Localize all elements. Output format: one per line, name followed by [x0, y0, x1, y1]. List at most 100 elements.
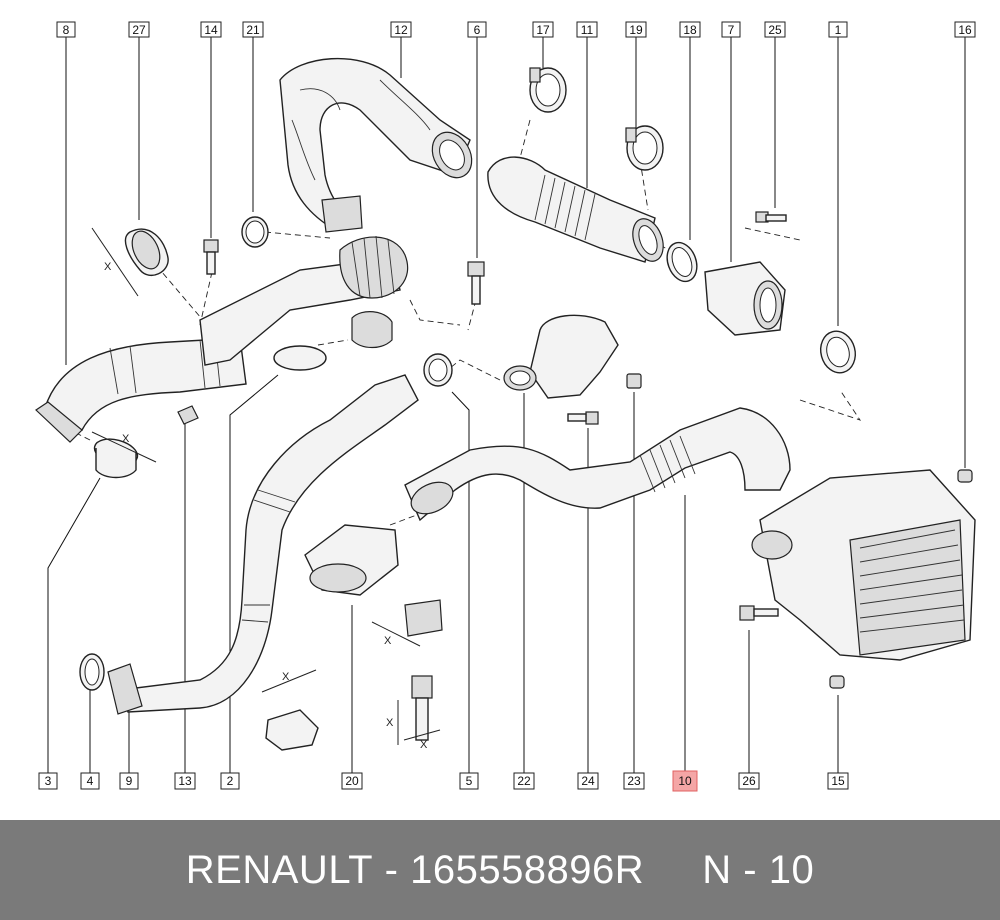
svg-text:11: 11: [581, 23, 594, 37]
callout-8: 8: [56, 21, 76, 38]
plug-15: [829, 675, 845, 689]
intercooler: [751, 469, 976, 661]
callout-15: 15: [827, 772, 849, 790]
hose-11: [487, 156, 664, 263]
bolt-14: [203, 239, 219, 275]
callout-1: 1: [828, 21, 848, 38]
svg-text:4: 4: [87, 774, 94, 788]
callout-20: 20: [341, 772, 363, 790]
throttle-22: [503, 314, 619, 399]
plug-16: [957, 469, 973, 483]
callout-11: 11: [576, 21, 598, 38]
part-number-footer: RENAULT - 165558896R N - 10: [0, 820, 1000, 920]
svg-text:X: X: [104, 261, 112, 273]
callout-14: 14: [200, 21, 222, 38]
svg-text:3: 3: [45, 774, 52, 788]
reference-label: N - 10: [702, 847, 815, 892]
callout-6: 6: [467, 21, 487, 38]
nut-23: [626, 373, 642, 389]
clip-13: [177, 405, 199, 425]
svg-text:18: 18: [683, 23, 697, 37]
clamp-19: [625, 125, 664, 171]
callout-3: 3: [38, 772, 58, 790]
svg-text:21: 21: [246, 23, 260, 37]
bolt-detail: X X: [386, 675, 441, 751]
callout-21: 21: [242, 21, 264, 38]
svg-text:23: 23: [627, 774, 641, 788]
svg-text:1: 1: [835, 23, 842, 37]
clip-detail: X: [371, 599, 443, 647]
brand-label: RENAULT: [185, 847, 374, 892]
pipe-12: [279, 57, 473, 233]
callout-10-highlighted: 10: [672, 770, 698, 792]
callout-23: 23: [623, 772, 645, 790]
part-number: 165558896R: [410, 847, 645, 892]
svg-text:24: 24: [581, 774, 595, 788]
bolt-6: [467, 261, 485, 305]
svg-text:16: 16: [958, 23, 972, 37]
callout-12: 12: [390, 21, 412, 38]
svg-text:2: 2: [227, 774, 234, 788]
callout-17: 17: [532, 21, 554, 38]
callout-13: 13: [174, 772, 196, 790]
svg-text:9: 9: [126, 774, 133, 788]
callout-5: 5: [459, 772, 479, 790]
hose-9: [107, 374, 419, 715]
svg-text:X: X: [386, 717, 394, 729]
svg-text:13: 13: [178, 774, 192, 788]
parts-diagram: X X: [35, 21, 976, 792]
callout-2: 2: [220, 772, 240, 790]
ring-3: X: [91, 431, 157, 479]
svg-text:25: 25: [768, 23, 782, 37]
callouts-top: 8 27 14 21 12 6 17 11 19 18 7 25 1 16: [56, 21, 976, 38]
callout-26: 26: [738, 772, 760, 790]
seal-4-inner: [84, 658, 100, 686]
bolt-26: [739, 605, 779, 621]
callout-18: 18: [679, 21, 701, 38]
callout-9: 9: [119, 772, 139, 790]
svg-text:17: 17: [536, 23, 550, 37]
seal-21-inner: [245, 220, 265, 244]
callout-25: 25: [764, 21, 786, 38]
callout-24: 24: [577, 772, 599, 790]
clamp-17: [529, 67, 567, 113]
svg-text:20: 20: [345, 774, 359, 788]
callout-19: 19: [625, 21, 647, 38]
valve-2: [199, 235, 409, 371]
svg-text:X: X: [384, 635, 392, 647]
svg-text:26: 26: [742, 774, 756, 788]
svg-text:19: 19: [629, 23, 643, 37]
svg-text:15: 15: [831, 774, 845, 788]
svg-text:14: 14: [204, 23, 218, 37]
callout-7: 7: [721, 21, 741, 38]
leader-lines: [47, 36, 966, 773]
svg-text:27: 27: [132, 23, 146, 37]
footer-gap: [644, 848, 702, 893]
footer-separator: -: [373, 847, 411, 892]
svg-text:10: 10: [678, 774, 692, 788]
svg-text:X: X: [282, 671, 290, 683]
seal-18-inner: [671, 247, 693, 277]
svg-text:X: X: [420, 739, 428, 751]
seal-1-inner: [826, 336, 850, 368]
callout-4: 4: [80, 772, 100, 790]
callout-16: 16: [954, 21, 976, 38]
seal-5-inner: [428, 358, 448, 382]
svg-text:12: 12: [394, 23, 408, 37]
meter-7: [704, 261, 786, 336]
callouts-bottom: 3 4 9 13 2 20 5 22 24 23 10 26 15: [38, 770, 849, 792]
screw-25: [755, 211, 787, 223]
svg-text:6: 6: [474, 23, 481, 37]
svg-text:5: 5: [466, 774, 473, 788]
duct-10: [404, 407, 791, 522]
bolt-24: [567, 411, 599, 425]
svg-text:8: 8: [63, 23, 70, 37]
svg-text:22: 22: [517, 774, 531, 788]
sleeve-27: X: [91, 227, 169, 297]
dimension-label: X: [122, 433, 130, 445]
svg-text:7: 7: [728, 23, 735, 37]
callout-27: 27: [128, 21, 150, 38]
airbox-20: [304, 524, 399, 596]
callout-22: 22: [513, 772, 535, 790]
nut-detail: X: [261, 669, 319, 751]
